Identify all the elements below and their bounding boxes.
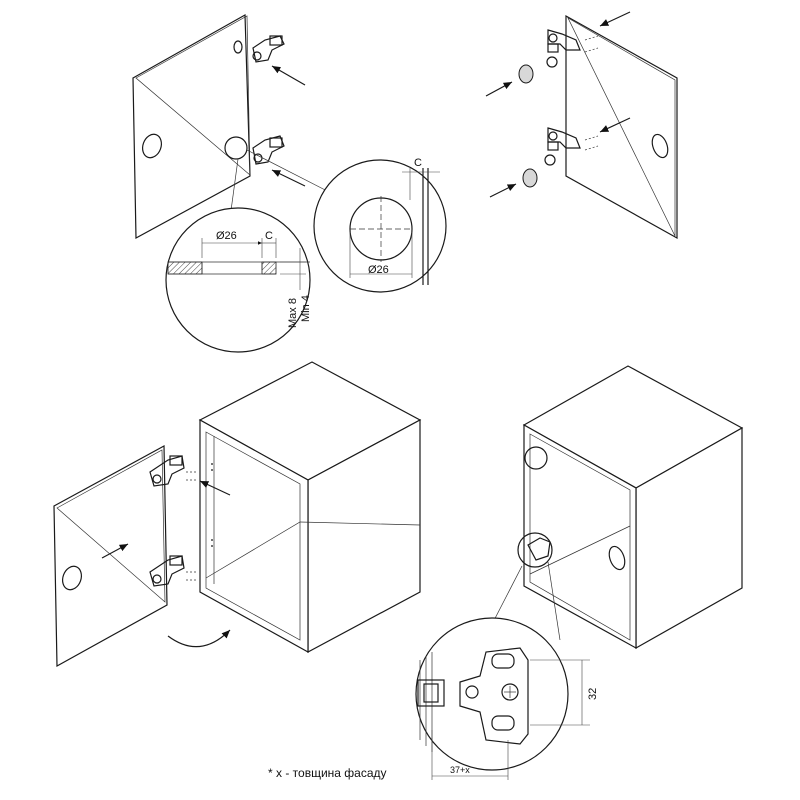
hinge-icon-top-right-upper bbox=[546, 29, 581, 68]
footnote: * x - товщина фасаду bbox=[268, 766, 387, 780]
hinge-icon-top-left-upper bbox=[252, 35, 285, 63]
arrow-icon bbox=[489, 183, 517, 198]
bumper-icon bbox=[518, 64, 534, 84]
rotate-arrow-icon bbox=[167, 629, 231, 648]
arrow-icon bbox=[485, 81, 513, 97]
arrow-icon bbox=[101, 543, 129, 559]
hinge-icon-bottom-left-lower bbox=[149, 555, 185, 587]
cabinet-bottom-left bbox=[198, 361, 422, 654]
hinge-detail-callout bbox=[524, 446, 548, 470]
hinge-icon-top-left-lower bbox=[252, 135, 285, 165]
hole-front-detail: C Ø26 bbox=[313, 157, 447, 293]
diameter-label: Ø26 bbox=[216, 230, 237, 242]
arrow-icon bbox=[599, 117, 631, 133]
c-label: C bbox=[414, 157, 422, 169]
arrow-icon bbox=[599, 11, 631, 27]
arrow-icon bbox=[199, 480, 231, 496]
hinge-detail-callout bbox=[517, 532, 553, 568]
door-panel-top-left bbox=[132, 13, 251, 239]
detail-callout-circle bbox=[224, 136, 248, 160]
door-panel-top-right bbox=[565, 14, 678, 240]
hinge-icon-top-right-lower bbox=[544, 127, 581, 166]
hinge-icon-bottom-left-upper bbox=[149, 455, 185, 487]
bumper-icon bbox=[522, 168, 538, 188]
dimension-32-label: 32 bbox=[587, 688, 599, 700]
min-label: Min 4 bbox=[300, 295, 312, 322]
hinge-plate-detail bbox=[415, 617, 569, 771]
cabinet-bottom-right bbox=[522, 365, 744, 650]
diameter-label: Ø26 bbox=[368, 264, 389, 276]
cross-section-detail: Ø26 C Max 8 Min 4 bbox=[165, 207, 312, 353]
dimension-37x-label: 37+x bbox=[450, 765, 470, 775]
max-label: Max 8 bbox=[287, 298, 299, 328]
arrow-icon bbox=[271, 65, 306, 86]
door-panel-bottom-left bbox=[53, 444, 168, 668]
arrow-icon bbox=[271, 169, 306, 187]
c-label: C bbox=[265, 230, 273, 242]
